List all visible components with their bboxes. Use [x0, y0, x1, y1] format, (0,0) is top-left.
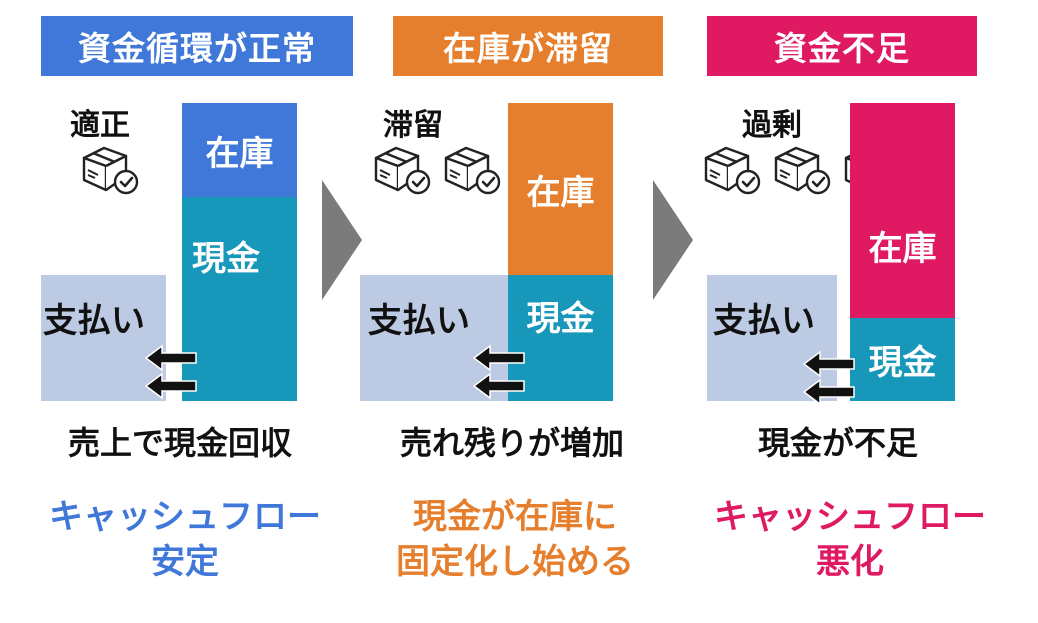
panel-3-cash-block: 現金: [850, 318, 955, 401]
panel-1-payment-box: 支払い: [41, 275, 166, 401]
left-arrows-icon: [472, 344, 525, 400]
panel-2-payment-label: 支払い: [368, 301, 470, 341]
box-check-icon: [704, 146, 761, 195]
panel-3-status-label: 過剰: [742, 108, 802, 143]
panel-2-conclusion: 現金が在庫に 固定化し始める: [360, 495, 670, 585]
panel-3-title: 資金不足: [707, 16, 977, 76]
panel-3-inventory-block: 在庫: [850, 103, 955, 318]
panel-3-payment-box: 支払い: [707, 275, 837, 401]
panel-3-caption: 現金が不足: [757, 424, 918, 462]
panel-1-caption: 売上で現金回収: [67, 424, 292, 462]
panel-3-conclusion: キャッシュフロー 悪化: [675, 495, 1025, 585]
panel-2-caption: 売れ残りが増加: [399, 424, 624, 462]
panel-2-conclusion-line-1: 現金が在庫に: [413, 497, 617, 537]
panel-3-conclusion-line-1: キャッシュフロー: [714, 497, 986, 537]
panel-1-conclusion: キャッシュフロー 安定: [10, 495, 360, 585]
panel-1-title: 資金循環が正常: [41, 16, 353, 76]
panel-1-cash-label: 現金: [192, 239, 260, 279]
panel-1-conclusion-line-1: キャッシュフロー: [49, 497, 321, 537]
left-arrows-icon: [144, 344, 197, 400]
left-arrows-icon: [802, 350, 855, 406]
chevron-right-icon: [653, 180, 693, 300]
panel-1-inventory-block: 在庫: [182, 103, 297, 197]
panel-1-conclusion-line-2: 安定: [151, 541, 219, 582]
box-check-icon: [444, 146, 501, 195]
panel-2-conclusion-line-2: 固定化し始める: [396, 541, 634, 582]
panel-1-payment-label: 支払い: [43, 301, 145, 341]
panel-1-icon-row: [78, 140, 140, 196]
box-check-icon: [774, 146, 831, 195]
chevron-right-icon: [322, 180, 362, 300]
box-check-icon: [374, 146, 431, 195]
panel-2-icon-row: [370, 140, 502, 196]
panel-2-cash-block: 現金: [508, 275, 613, 401]
panel-3-payment-label: 支払い: [713, 301, 815, 341]
panel-3-conclusion-line-2: 悪化: [816, 541, 884, 582]
panel-1-cash-block: 現金: [182, 197, 297, 401]
panel-2-title: 在庫が滞留: [393, 16, 663, 76]
box-check-icon: [82, 146, 139, 195]
panel-2-status-label: 滞留: [383, 108, 443, 143]
panel-2-inventory-block: 在庫: [508, 103, 613, 275]
panel-1-status-label: 適正: [70, 108, 130, 143]
